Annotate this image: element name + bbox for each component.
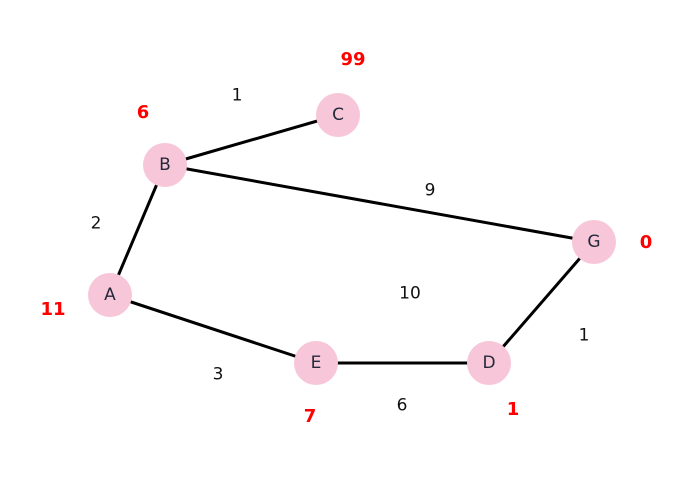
graph-edge-b-c — [164, 113, 339, 167]
floating-label-weight-10: 10 — [399, 283, 421, 304]
graph-node-label-b: B — [159, 154, 171, 175]
edge-weight-d-g: 1 — [578, 325, 590, 346]
node-distance-b: 6 — [136, 102, 150, 123]
graph-node-label-a: A — [104, 284, 116, 305]
edge-weight-b-g: 9 — [424, 180, 436, 201]
node-distance-c: 99 — [340, 49, 366, 70]
node-distance-a: 11 — [40, 299, 66, 320]
graph-node-a[interactable]: A — [88, 273, 132, 317]
node-distance-d: 1 — [506, 399, 520, 420]
graph-node-g[interactable]: G — [572, 220, 616, 264]
graph-edge-b-g — [164, 163, 595, 244]
node-distance-e: 7 — [303, 406, 317, 427]
graph-node-label-c: C — [332, 104, 344, 125]
node-distance-g: 0 — [639, 232, 653, 253]
graph-node-label-e: E — [310, 352, 322, 373]
graph-edge-d-g — [487, 241, 596, 364]
graph-node-label-g: G — [587, 231, 601, 252]
edge-weight-a-b: 2 — [90, 213, 102, 234]
graph-node-label-d: D — [482, 352, 496, 373]
edge-weight-e-d: 6 — [396, 395, 408, 416]
graph-node-c[interactable]: C — [316, 93, 360, 137]
edge-weight-a-e: 3 — [212, 364, 224, 385]
graph-node-d[interactable]: D — [467, 341, 511, 385]
edge-weight-b-c: 1 — [231, 85, 243, 106]
graph-node-e[interactable]: E — [294, 341, 338, 385]
graph-edge-a-e — [109, 293, 317, 365]
graph-edge-a-b — [108, 164, 167, 296]
graph-node-b[interactable]: B — [143, 143, 187, 187]
